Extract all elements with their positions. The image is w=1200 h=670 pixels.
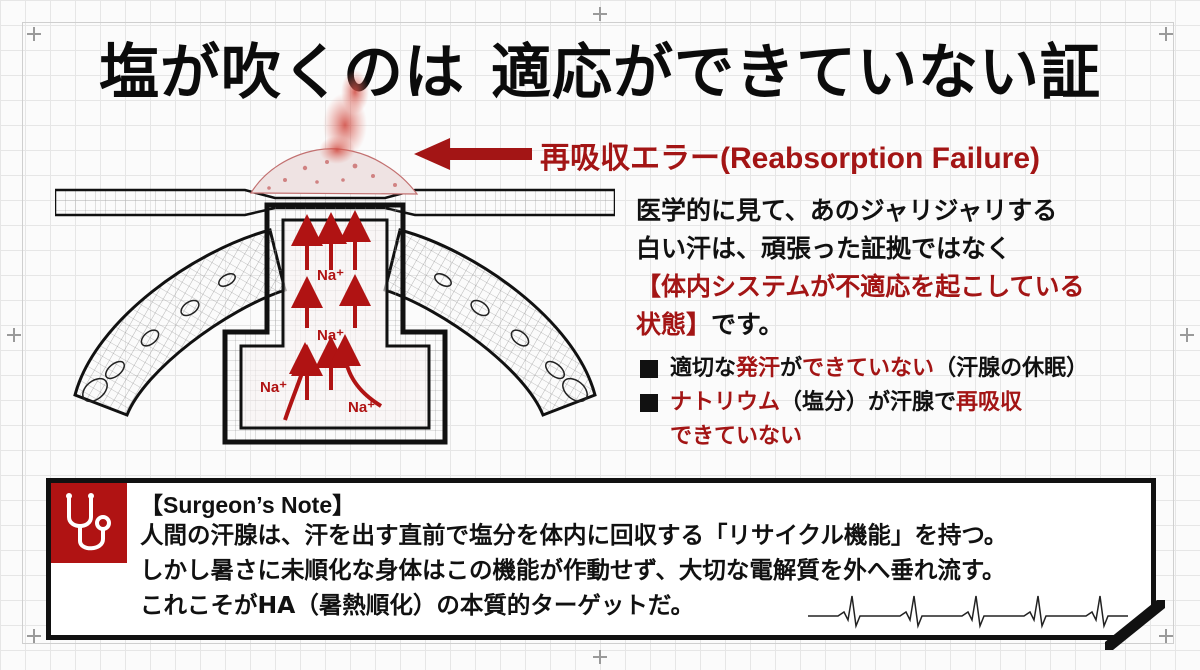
crop-mark-icon <box>593 7 607 21</box>
bullet-item: 適切な発汗ができていない（汗腺の休眠） <box>640 352 1180 386</box>
failure-label-en: (Reabsorption Failure) <box>720 142 1041 175</box>
bullet-text: （塩分）が汗腺で <box>780 390 957 415</box>
bullet-text-red: できていない <box>802 356 935 381</box>
bullet-text: 適切な <box>670 356 737 381</box>
ecg-line-icon <box>808 595 1128 629</box>
bullet-text-red: できていない <box>670 424 803 449</box>
explanation-line-2: 白い汗は、頑張った証拠ではなく <box>636 234 1012 263</box>
sodium-label: Na⁺ <box>317 267 344 284</box>
sodium-label: Na⁺ <box>260 379 287 396</box>
crop-mark-icon <box>593 650 607 664</box>
failure-label-jp: 再吸収エラー <box>540 141 720 176</box>
explanation-line-3: 【体内システムが不適応を起こしている <box>636 272 1085 301</box>
page-title: 塩が吹くのは適応ができていない証 <box>20 24 1180 111</box>
sweat-gland-diagram: Na⁺ Na⁺ Na⁺ Na⁺ <box>55 70 615 445</box>
explanation-line-4-red: 状態】 <box>636 310 712 339</box>
note-body: 人間の汗腺は、汗を出す直前で塩分を体内に回収する「リサイクル機能」を持つ。 しか… <box>140 518 1007 623</box>
bullet-text-red: ナトリウム <box>670 390 781 415</box>
bullet-text-red: 再吸収 <box>956 390 1023 415</box>
square-bullet-icon <box>640 360 658 378</box>
explanation-line-1: 医学的に見て、あのジャリジャリする <box>636 196 1058 225</box>
square-bullet-icon <box>640 394 658 412</box>
note-corner-fold <box>1105 600 1165 650</box>
crop-mark-icon <box>1180 328 1194 342</box>
crop-mark-icon <box>27 629 41 643</box>
crop-mark-icon <box>1159 27 1173 41</box>
note-line-2: しかし暑さに未順化な身体はこの機能が作動せず、大切な電解質を外へ垂れ流す。 <box>140 556 1006 584</box>
crop-mark-icon <box>1159 629 1173 643</box>
sodium-flow-arrows <box>283 210 383 421</box>
note-title: 【Surgeon’s Note】 <box>140 492 356 518</box>
bullet-text: が <box>780 356 803 381</box>
explanation-text: 医学的に見て、あのジャリジャリする 白い汗は、頑張った証拠ではなく 【体内システ… <box>636 192 1176 344</box>
bullet-item: ナトリウム（塩分）が汗腺で再吸収 できていない <box>640 386 1180 454</box>
surgeons-note-box <box>46 478 1156 640</box>
bullet-text-red: 発汗 <box>736 356 781 381</box>
crop-mark-icon <box>7 328 21 342</box>
sodium-label: Na⁺ <box>348 399 375 416</box>
left-arrow-icon <box>414 138 532 170</box>
reabsorption-failure-label: 再吸収エラー(Reabsorption Failure) <box>540 133 1040 177</box>
stethoscope-icon <box>51 483 127 563</box>
title-part-1: 塩が吹くのは <box>99 38 465 108</box>
note-line-1: 人間の汗腺は、汗を出す直前で塩分を体内に回収する「リサイクル機能」を持つ。 <box>140 521 1008 549</box>
bullet-list: 適切な発汗ができていない（汗腺の休眠） ナトリウム（塩分）が汗腺で再吸収 できて… <box>640 352 1180 454</box>
note-line-3: これこそがHA（暑熱順化）の本質的ターゲットだ。 <box>140 591 695 619</box>
sodium-label: Na⁺ <box>317 327 344 344</box>
title-part-2: 適応ができていない証 <box>491 38 1101 108</box>
crop-mark-icon <box>27 27 41 41</box>
explanation-line-4-rest: です。 <box>711 310 784 339</box>
bullet-text: （汗腺の休眠） <box>934 356 1089 381</box>
